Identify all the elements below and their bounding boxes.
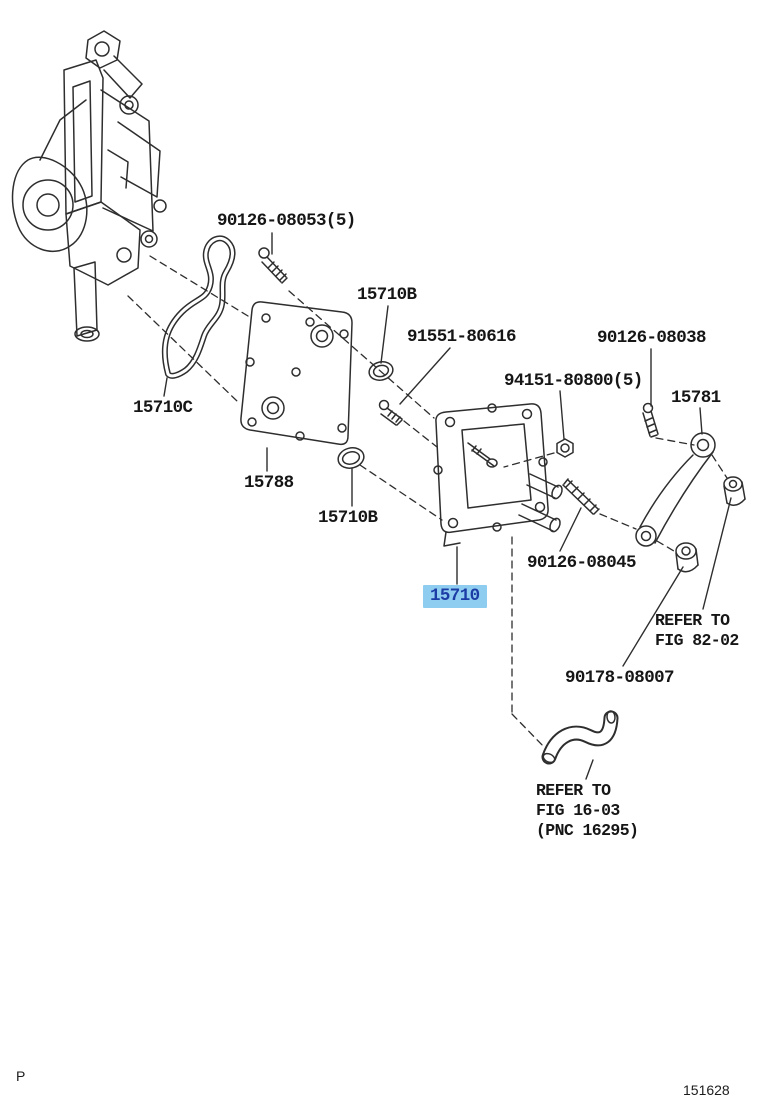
cover-plate-drawing [240, 301, 353, 446]
refer-note-fig-16-03: REFER TO FIG 16-03 (PNC 16295) [536, 781, 639, 841]
gasket-drawing [161, 235, 236, 379]
part-label-15710B-top[interactable]: 15710B [357, 285, 417, 305]
bolt-08053-drawing [258, 247, 288, 284]
part-label-90126-08038[interactable]: 90126-08038 [597, 328, 707, 348]
refer-note-line: REFER TO [536, 781, 611, 800]
assembly-dashed-lines [127, 255, 728, 749]
bolt-08045-drawing [562, 478, 600, 515]
leader-lines [163, 232, 732, 780]
part-label-15710B-bottom[interactable]: 15710B [318, 508, 378, 528]
figure-number: 151628 [683, 1082, 730, 1098]
page-code-left: P [16, 1068, 26, 1084]
part-label-15788[interactable]: 15788 [244, 473, 294, 493]
oring-bottom-drawing [337, 447, 365, 469]
part-label-91551-80616[interactable]: 91551-80616 [407, 327, 517, 347]
refer-note-line: (PNC 16295) [536, 821, 639, 840]
part-label-15781[interactable]: 15781 [671, 388, 721, 408]
bracket-drawing [635, 432, 716, 547]
refer-note-line: FIG 82-02 [655, 631, 739, 650]
bushing-lower-drawing [675, 542, 699, 573]
part-label-94151-80800[interactable]: 94151-80800(5) [504, 371, 643, 391]
refer-note-line: FIG 16-03 [536, 801, 620, 820]
part-label-15710[interactable]: 15710 [423, 585, 487, 608]
part-label-90126-08045[interactable]: 90126-08045 [527, 553, 637, 573]
oring-top-drawing [368, 361, 394, 381]
refer-note-line: REFER TO [655, 611, 730, 630]
part-label-90178-08007[interactable]: 90178-08007 [565, 668, 675, 688]
bolt-91551-drawing [378, 399, 403, 426]
oil-cooler-drawing [433, 403, 563, 547]
part-label-15710C[interactable]: 15710C [133, 398, 193, 418]
part-label-90126-08053[interactable]: 90126-08053(5) [217, 211, 356, 231]
bushing-upper-drawing [723, 476, 746, 506]
hose-drawing [541, 710, 619, 765]
refer-note-fig-82-02: REFER TO FIG 82-02 [655, 611, 739, 651]
bolt-08038-drawing [642, 402, 659, 438]
nut-94151-drawing [556, 438, 574, 458]
engine-assembly-drawing [11, 30, 167, 342]
